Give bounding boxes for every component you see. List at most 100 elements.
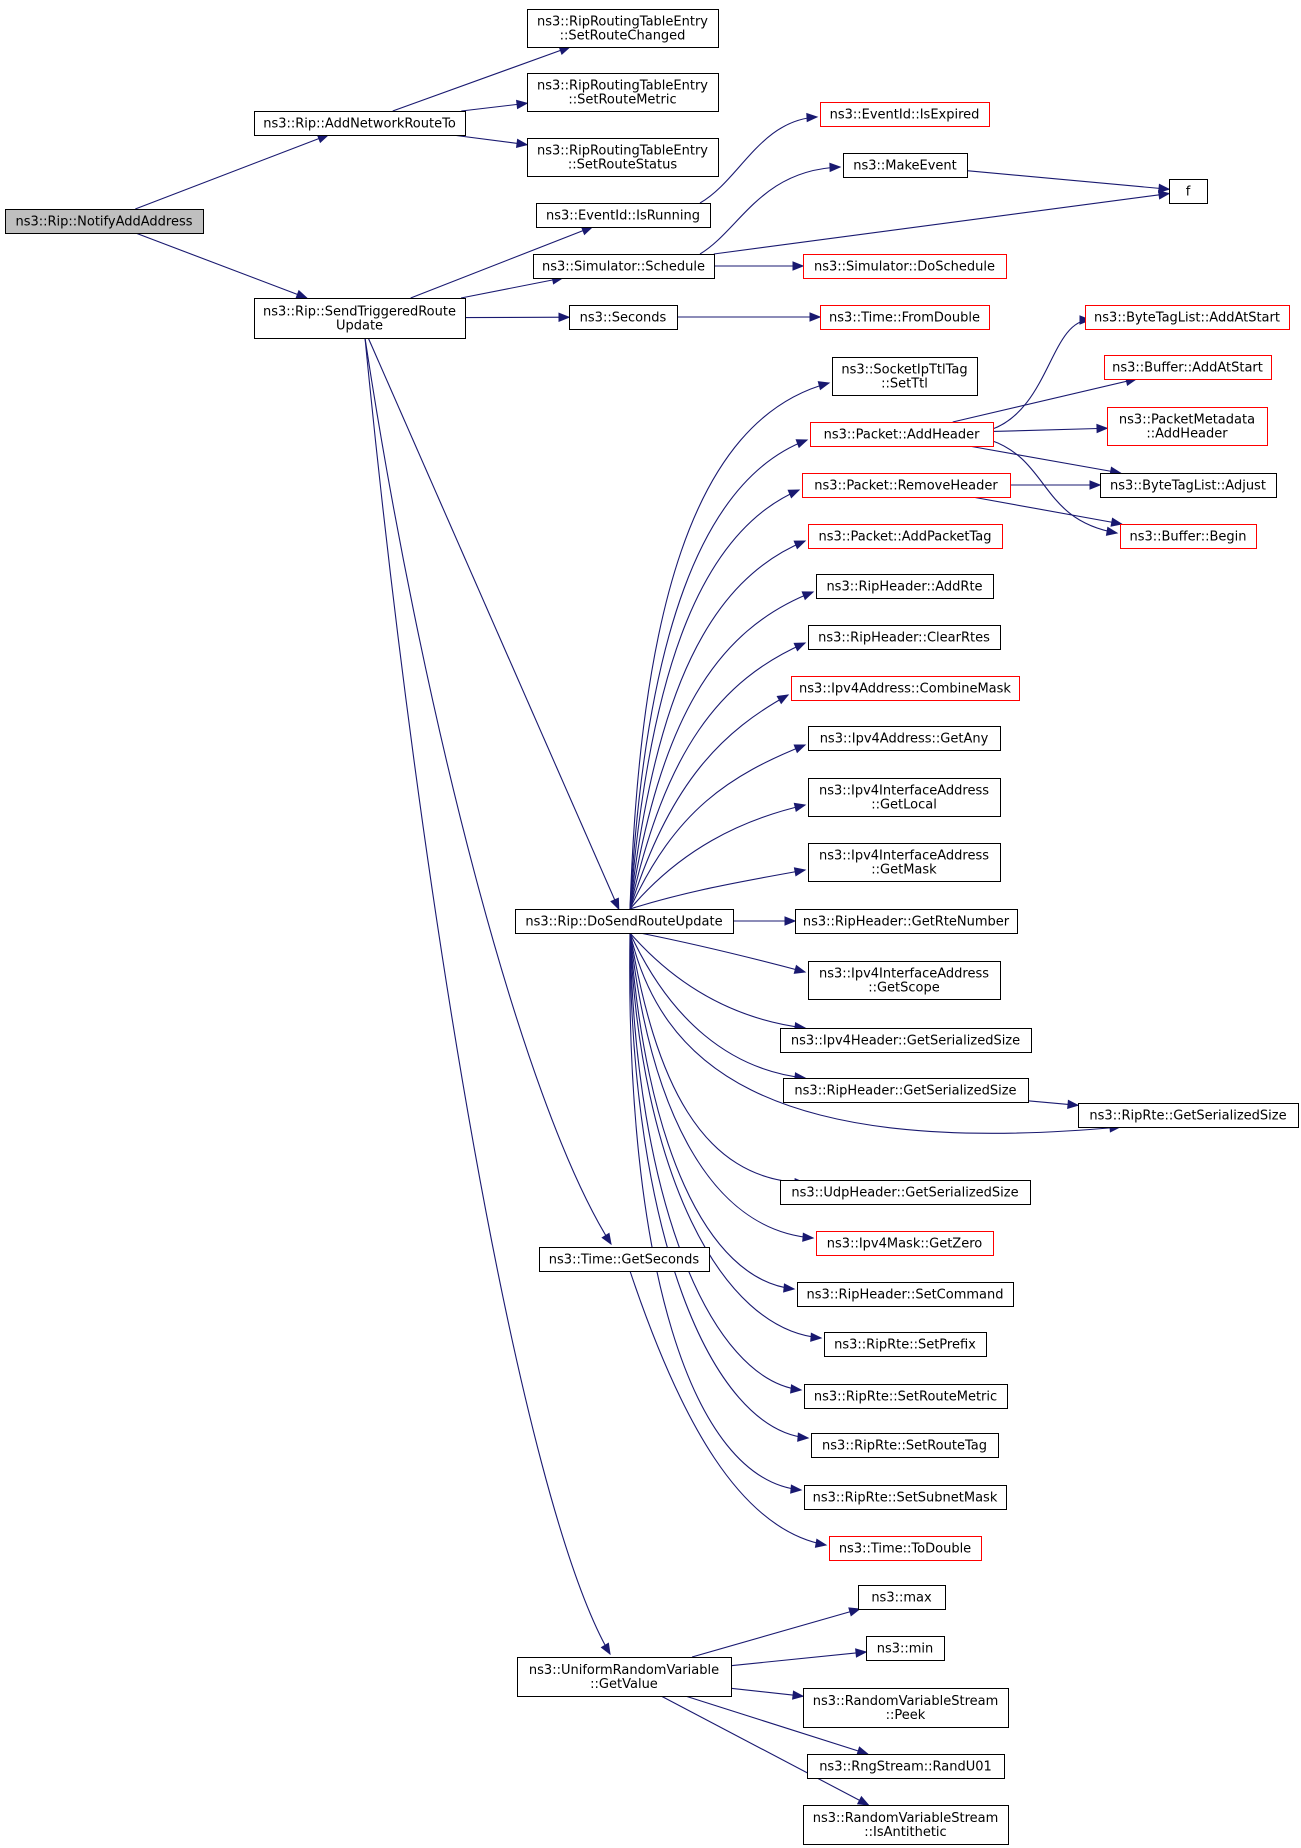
node-box[interactable]	[808, 625, 1001, 650]
node-udp-header-get-serialized-size[interactable]: ns3::UdpHeader::GetSerializedSize	[780, 1180, 1031, 1205]
node-rip-header-clear-rtes[interactable]: ns3::RipHeader::ClearRtes	[808, 625, 1001, 650]
node-rip-header-get-serialized-size[interactable]: ns3::RipHeader::GetSerializedSize	[783, 1078, 1029, 1103]
node-byte-tag-list-add-at-start[interactable]: ns3::ByteTagList::AddAtStart	[1085, 305, 1290, 330]
node-box[interactable]	[820, 102, 990, 127]
node-box[interactable]	[1107, 407, 1268, 446]
node-ipv4-address-combine-mask[interactable]: ns3::Ipv4Address::CombineMask	[791, 676, 1020, 701]
node-f[interactable]: f	[1169, 179, 1208, 204]
node-rip-rte-set-subnet-mask[interactable]: ns3::RipRte::SetSubnetMask	[804, 1485, 1007, 1510]
node-box[interactable]	[820, 305, 990, 330]
node-rip-rte-set-prefix[interactable]: ns3::RipRte::SetPrefix	[824, 1332, 987, 1357]
node-box[interactable]	[810, 422, 994, 447]
node-max[interactable]: ns3::max	[858, 1585, 946, 1610]
node-simulator-do-schedule[interactable]: ns3::Simulator::DoSchedule	[803, 254, 1007, 279]
node-box[interactable]	[804, 1485, 1007, 1510]
node-rip-rte-set-route-metric[interactable]: ns3::RipRte::SetRouteMetric	[804, 1384, 1008, 1409]
node-set-route-metric-entry[interactable]: ns3::RipRoutingTableEntry::SetRouteMetri…	[527, 73, 719, 112]
node-box[interactable]	[808, 778, 1001, 817]
node-box[interactable]	[783, 1078, 1029, 1103]
node-box[interactable]	[824, 1332, 987, 1357]
node-byte-tag-list-adjust[interactable]: ns3::ByteTagList::Adjust	[1100, 473, 1277, 498]
node-uniform-random-variable-get-value[interactable]: ns3::UniformRandomVariable::GetValue	[517, 1657, 732, 1697]
node-time-from-double[interactable]: ns3::Time::FromDouble	[820, 305, 990, 330]
node-box[interactable]	[807, 1754, 1005, 1779]
node-packet-metadata-add-header[interactable]: ns3::PacketMetadata::AddHeader	[1107, 407, 1268, 446]
node-simulator-schedule[interactable]: ns3::Simulator::Schedule	[533, 254, 715, 279]
node-box[interactable]	[797, 1282, 1014, 1307]
node-random-variable-stream-is-antithetic[interactable]: ns3::RandomVariableStream::IsAntithetic	[803, 1805, 1009, 1845]
node-min[interactable]: ns3::min	[866, 1636, 945, 1661]
node-box[interactable]	[254, 111, 466, 136]
node-ipv4-interface-address-get-scope[interactable]: ns3::Ipv4InterfaceAddress::GetScope	[808, 961, 1001, 1000]
node-box[interactable]	[808, 524, 1003, 549]
node-make-event[interactable]: ns3::MakeEvent	[843, 153, 968, 178]
node-box[interactable]	[795, 909, 1018, 934]
node-box[interactable]	[569, 305, 678, 330]
node-box[interactable]	[816, 1231, 994, 1256]
node-box[interactable]	[866, 1636, 945, 1661]
node-socket-ip-ttl-tag-set-ttl[interactable]: ns3::SocketIpTtlTag::SetTtl	[832, 357, 978, 396]
node-add-network-route-to[interactable]: ns3::Rip::AddNetworkRouteTo	[254, 111, 466, 136]
node-box[interactable]	[808, 961, 1001, 1000]
node-ipv4-interface-address-get-local[interactable]: ns3::Ipv4InterfaceAddress::GetLocal	[808, 778, 1001, 817]
node-rip-header-add-rte[interactable]: ns3::RipHeader::AddRte	[816, 574, 994, 599]
node-ipv4-header-get-serialized-size[interactable]: ns3::Ipv4Header::GetSerializedSize	[780, 1028, 1032, 1053]
node-box[interactable]	[829, 1536, 982, 1561]
node-set-route-changed[interactable]: ns3::RipRoutingTableEntry::SetRouteChang…	[527, 9, 719, 48]
node-packet-remove-header[interactable]: ns3::Packet::RemoveHeader	[802, 473, 1011, 498]
node-box[interactable]	[254, 298, 466, 339]
node-seconds[interactable]: ns3::Seconds	[569, 305, 678, 330]
node-box[interactable]	[1085, 305, 1290, 330]
node-event-id-is-expired[interactable]: ns3::EventId::IsExpired	[820, 102, 990, 127]
node-box[interactable]	[843, 153, 968, 178]
node-set-route-status[interactable]: ns3::RipRoutingTableEntry::SetRouteStatu…	[527, 138, 719, 177]
node-rip-rte-get-serialized-size[interactable]: ns3::RipRte::GetSerializedSize	[1078, 1103, 1299, 1128]
node-box[interactable]	[802, 473, 1011, 498]
node-box[interactable]	[527, 138, 719, 177]
node-box[interactable]	[791, 676, 1020, 701]
node-box[interactable]	[808, 726, 1001, 751]
node-box[interactable]	[808, 843, 1001, 882]
node-box[interactable]	[803, 1688, 1009, 1728]
node-ipv4-address-get-any[interactable]: ns3::Ipv4Address::GetAny	[808, 726, 1001, 751]
node-box[interactable]	[1120, 524, 1257, 549]
node-buffer-begin[interactable]: ns3::Buffer::Begin	[1120, 524, 1257, 549]
node-box[interactable]	[5, 209, 204, 234]
node-box[interactable]	[527, 9, 719, 48]
node-box[interactable]	[536, 203, 711, 228]
node-time-get-seconds[interactable]: ns3::Time::GetSeconds	[539, 1247, 710, 1272]
node-packet-add-packet-tag[interactable]: ns3::Packet::AddPacketTag	[808, 524, 1003, 549]
node-box[interactable]	[1169, 179, 1208, 204]
node-buffer-add-at-start[interactable]: ns3::Buffer::AddAtStart	[1104, 355, 1272, 380]
node-box[interactable]	[1100, 473, 1277, 498]
node-rip-header-get-rte-number[interactable]: ns3::RipHeader::GetRteNumber	[795, 909, 1018, 934]
node-ipv4-mask-get-zero[interactable]: ns3::Ipv4Mask::GetZero	[816, 1231, 994, 1256]
node-rip-rte-set-route-tag[interactable]: ns3::RipRte::SetRouteTag	[811, 1433, 999, 1458]
node-ipv4-interface-address-get-mask[interactable]: ns3::Ipv4InterfaceAddress::GetMask	[808, 843, 1001, 882]
node-do-send-route-update[interactable]: ns3::Rip::DoSendRouteUpdate	[515, 909, 734, 934]
node-box[interactable]	[1104, 355, 1272, 380]
node-rip-header-set-command[interactable]: ns3::RipHeader::SetCommand	[797, 1282, 1014, 1307]
node-box[interactable]	[517, 1657, 732, 1697]
node-box[interactable]	[780, 1028, 1032, 1053]
node-box[interactable]	[803, 254, 1007, 279]
node-box[interactable]	[539, 1247, 710, 1272]
node-rng-stream-rand-u01[interactable]: ns3::RngStream::RandU01	[807, 1754, 1005, 1779]
node-event-id-is-running[interactable]: ns3::EventId::IsRunning	[536, 203, 711, 228]
node-box[interactable]	[780, 1180, 1031, 1205]
node-box[interactable]	[533, 254, 715, 279]
node-box[interactable]	[803, 1805, 1009, 1845]
node-box[interactable]	[527, 73, 719, 112]
node-box[interactable]	[816, 574, 994, 599]
node-packet-add-header[interactable]: ns3::Packet::AddHeader	[810, 422, 994, 447]
node-box[interactable]	[811, 1433, 999, 1458]
node-notify-add-address[interactable]: ns3::Rip::NotifyAddAddress	[5, 209, 204, 234]
node-box[interactable]	[515, 909, 734, 934]
node-box[interactable]	[858, 1585, 946, 1610]
node-box[interactable]	[1078, 1103, 1299, 1128]
node-box[interactable]	[832, 357, 978, 396]
node-box[interactable]	[804, 1384, 1008, 1409]
node-time-to-double[interactable]: ns3::Time::ToDouble	[829, 1536, 982, 1561]
node-random-variable-stream-peek[interactable]: ns3::RandomVariableStream::Peek	[803, 1688, 1009, 1728]
